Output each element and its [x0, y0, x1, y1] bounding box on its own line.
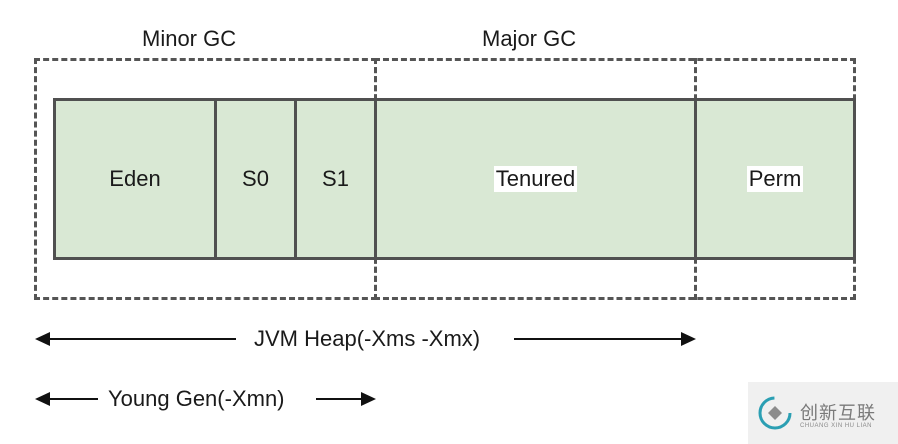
- heap-arrow-left-head: [35, 332, 50, 346]
- young-arrow-left-head: [35, 392, 50, 406]
- eden-block: Eden: [53, 98, 217, 260]
- watermark-title: 创新互联: [800, 403, 876, 424]
- s1-label: S1: [322, 166, 349, 191]
- s1-block: S1: [294, 98, 377, 260]
- s0-block: S0: [214, 98, 297, 260]
- tenured-label: Tenured: [493, 166, 578, 192]
- watermark-logo-icon: [758, 396, 792, 430]
- eden-label: Eden: [109, 166, 161, 191]
- young-arrow-right-head: [361, 392, 376, 406]
- heap-arrow-right-head: [681, 332, 696, 346]
- heap-label: JVM Heap(-Xms -Xmx): [254, 326, 481, 351]
- perm-label: Perm: [746, 166, 804, 192]
- major-gc-label: Major GC: [482, 26, 577, 51]
- minor-gc-label: Minor GC: [142, 26, 237, 51]
- watermark-subtitle: CHUANG XIN HU LIAN: [800, 423, 873, 429]
- tenured-block: Tenured: [374, 98, 697, 260]
- s0-label: S0: [242, 166, 269, 191]
- young-gen-label: Young Gen(-Xmn): [108, 386, 285, 411]
- perm-block: Perm: [694, 98, 856, 260]
